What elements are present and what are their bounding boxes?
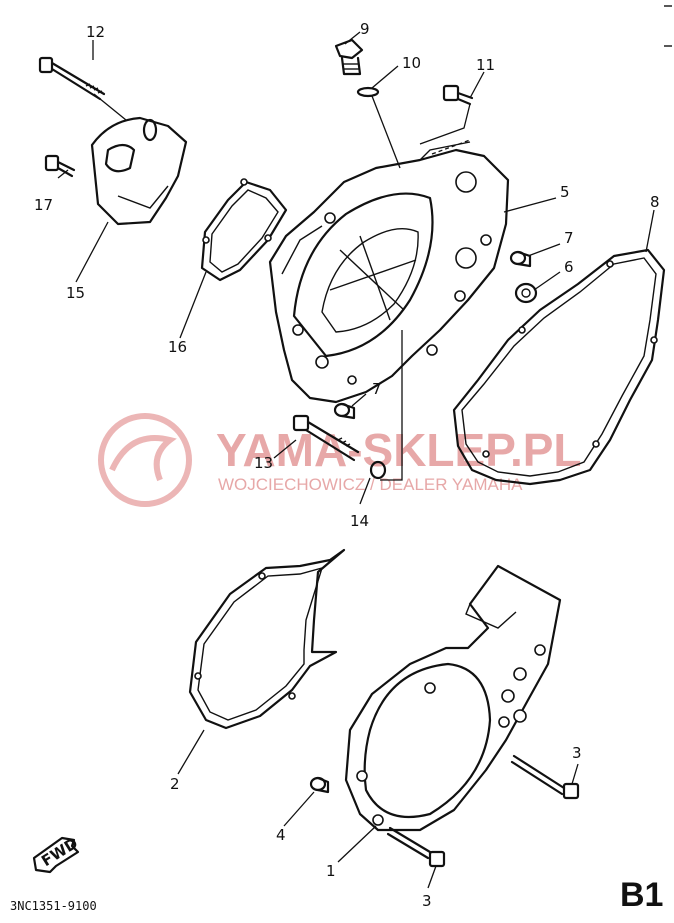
watermark: YAMA-SKLEP.PL WOJCIECHOWICZ / DEALER YAM… [98, 413, 582, 507]
o-ring-10 [356, 86, 380, 98]
callout-15: 15 [66, 284, 85, 302]
bolt-3-right [510, 754, 580, 800]
callout-3-bottom: 3 [422, 892, 432, 910]
callout-2: 2 [170, 775, 180, 793]
callout-13: 13 [254, 454, 273, 472]
callout-4: 4 [276, 826, 286, 844]
callout-labels: 12 9 10 11 17 15 5 7 6 8 16 7 13 14 2 3 … [34, 20, 660, 910]
watermark-title: YAMA-SKLEP.PL [216, 424, 582, 476]
callout-7-lower: 7 [372, 380, 382, 398]
callout-8: 8 [650, 193, 660, 211]
watermark-subtitle: WOJCIECHOWICZ / DEALER YAMAHA [218, 475, 523, 494]
bolt-12 [38, 56, 106, 101]
callout-1: 1 [326, 862, 336, 880]
dowel-4 [309, 776, 330, 794]
washer-14 [369, 460, 387, 480]
callout-16: 16 [168, 338, 187, 356]
callout-12: 12 [86, 23, 105, 41]
callout-3-right: 3 [572, 744, 582, 762]
page-tag: B1 [620, 876, 663, 914]
bolt-3-bottom [386, 826, 446, 868]
drawing-code: 3NC1351-9100 [10, 899, 97, 913]
callout-7-upper: 7 [564, 229, 574, 247]
callout-11: 11 [476, 56, 495, 74]
bolt-13 [292, 414, 360, 462]
dowel-7-lower [333, 402, 356, 420]
callout-14: 14 [350, 512, 369, 530]
gasket-16 [200, 178, 288, 282]
callout-9: 9 [360, 20, 370, 38]
plug-9 [334, 38, 364, 76]
fwd-arrow-icon: FWD [32, 834, 81, 874]
bolt-11 [442, 84, 474, 106]
seal-6 [514, 282, 538, 304]
dowel-7-upper [509, 250, 532, 268]
cover-1 [344, 564, 562, 832]
callout-5: 5 [560, 183, 570, 201]
leader-lines [57, 31, 655, 889]
screw-17 [44, 154, 76, 178]
gasket-2 [188, 548, 346, 730]
crankcase-cover-5 [268, 141, 510, 404]
callout-6: 6 [564, 258, 574, 276]
callout-17: 17 [34, 196, 53, 214]
callout-10: 10 [402, 54, 421, 72]
gasket-8 [452, 248, 666, 486]
cover-15 [90, 116, 188, 226]
